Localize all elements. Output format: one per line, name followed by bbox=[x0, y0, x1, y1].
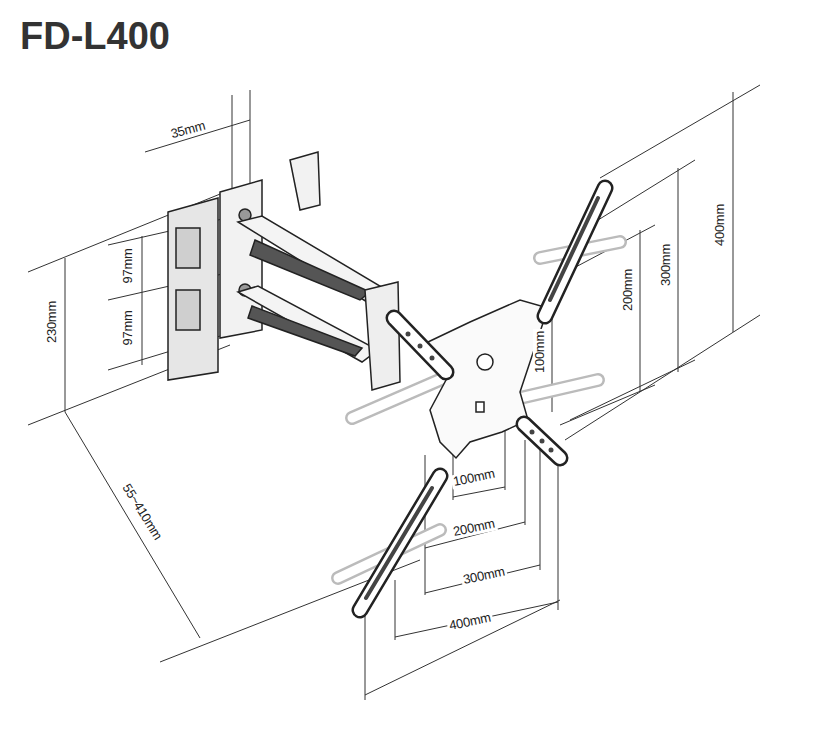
dimension-lines bbox=[28, 85, 760, 700]
dimension-label: 55~410mm bbox=[118, 480, 166, 544]
vesa-rails bbox=[360, 188, 605, 610]
dimension-label: 400mm bbox=[446, 610, 494, 634]
dimension-label: 100mm bbox=[533, 329, 547, 375]
ghost-rails bbox=[338, 242, 620, 578]
dimension-label: 400mm bbox=[713, 202, 727, 248]
dimension-label: 97mm bbox=[121, 247, 135, 286]
dimension-label: 300mm bbox=[460, 564, 508, 588]
dimension-label: 100mm bbox=[450, 466, 498, 490]
dimension-label: 35mm bbox=[167, 118, 208, 142]
dimension-label: 200mm bbox=[621, 267, 635, 313]
swing-arms bbox=[238, 216, 400, 390]
dimension-label: 200mm bbox=[450, 516, 498, 540]
model-title: FD-L400 bbox=[20, 16, 170, 58]
dimension-label: 97mm bbox=[121, 309, 135, 348]
dimension-label: 230mm bbox=[45, 299, 59, 345]
dimension-label: 300mm bbox=[659, 242, 673, 288]
